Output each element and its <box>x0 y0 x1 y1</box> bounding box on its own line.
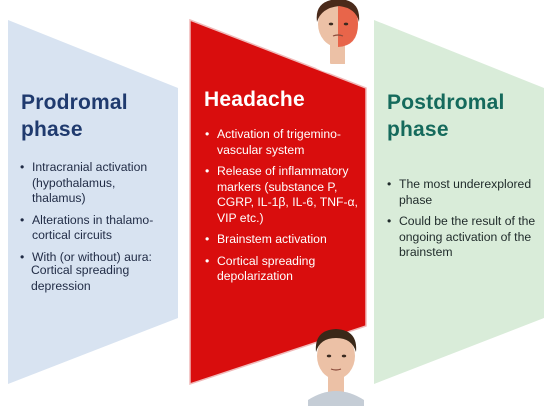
postdromal-title-line2: phase <box>387 118 449 141</box>
headache-list: Activation of trigemino-vascular system … <box>205 127 361 291</box>
prodromal-title-line1: Prodromal <box>21 91 128 114</box>
prodromal-item-detail: Cortical spreading depression <box>31 263 130 293</box>
prodromal-title: Prodromal phase <box>21 89 128 143</box>
prodromal-item: Intracranial activation (hypothalamus, t… <box>20 160 170 207</box>
prodromal-item: Alterations in thalamo-cortical circuits <box>20 213 170 244</box>
headache-title: Headache <box>204 86 305 113</box>
postdromal-list: The most underexplored phase Could be th… <box>387 177 537 267</box>
prodromal-title-line2: phase <box>21 118 83 141</box>
headache-item: Brainstem activation <box>205 232 361 248</box>
postdromal-item: Could be the result of the ongoing activ… <box>387 214 537 261</box>
prodromal-item: With (or without) aura: <box>20 250 170 266</box>
postdromal-title-line1: Postdromal <box>387 91 505 114</box>
headache-item: Activation of trigemino-vascular system <box>205 127 361 158</box>
postdromal-item: The most underexplored phase <box>387 177 537 208</box>
face-with-headache-icon <box>316 0 360 74</box>
headache-item: Cortical spreading depolarization <box>205 254 361 285</box>
headache-item: Release of inflammatory markers (substan… <box>205 164 361 226</box>
postdromal-title: Postdromal phase <box>387 89 505 143</box>
prodromal-list: Intracranial activation (hypothalamus, t… <box>20 160 170 300</box>
neutral-face-icon <box>308 329 364 406</box>
headache-title-text: Headache <box>204 88 305 111</box>
